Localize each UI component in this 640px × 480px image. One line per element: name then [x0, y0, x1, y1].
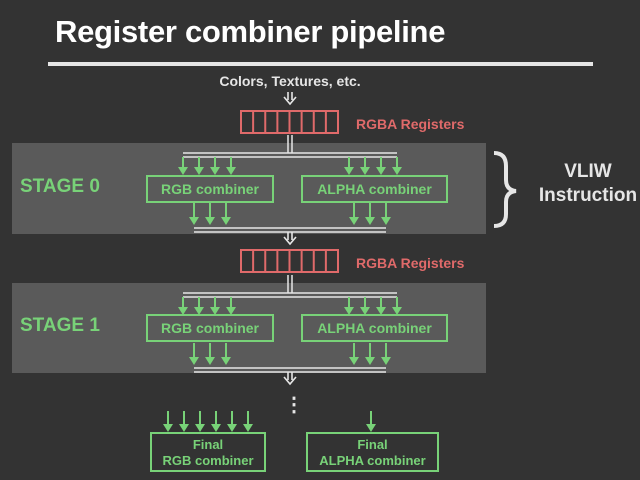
stage-0-rgb-input-arrow-0-head	[178, 167, 188, 175]
input-label: Colors, Textures, etc.	[219, 73, 361, 89]
stage-1-label: STAGE 1	[20, 315, 100, 336]
final-rgb-combiner: Final RGB combiner	[150, 432, 266, 472]
stage-0-alpha-input-arrow-2-head	[376, 167, 386, 175]
stage-0-rgb-combiner: RGB combiner	[146, 175, 274, 203]
vliw-line-2: Instruction	[538, 185, 638, 206]
stage-0-alpha-combiner: ALPHA combiner	[301, 175, 448, 203]
stage-0-alpha-input-arrow-3-head	[392, 167, 402, 175]
final-alpha-line-1: Final	[357, 437, 388, 452]
rgba-registers-label-0: RGBA Registers	[356, 116, 465, 132]
final-rgb-line-1: Final	[192, 437, 224, 452]
stage-1-alpha-output-arrow-1-head	[365, 357, 375, 365]
stage-0-alpha-input-arrow-0-head	[344, 167, 354, 175]
title-divider	[48, 62, 593, 66]
stage-1-rgb-output-arrow-2-head	[221, 357, 231, 365]
final-alpha-input-arrow-0-head	[366, 424, 376, 432]
stage-0-alpha-output-arrow-2-head	[381, 217, 391, 225]
stage-0-panel	[12, 143, 486, 234]
stage-0-rgb-input-arrow-1-head	[194, 167, 204, 175]
final-rgb-input-arrow-2-head	[195, 424, 205, 432]
final-rgb-input-arrow-1-head	[179, 424, 189, 432]
stage-0-rgb-output-arrow-2-head	[221, 217, 231, 225]
stage-1-rgb-input-arrow-3-head	[226, 307, 236, 315]
rgba-registers-label-1: RGBA Registers	[356, 255, 465, 271]
stage-1-rgb-input-arrow-2-head	[210, 307, 220, 315]
stage-1-alpha-output-arrow-0-head	[349, 357, 359, 365]
final-rgb-line-2: RGB combiner	[162, 453, 254, 468]
stage-1-rgb-input-arrow-0-head	[178, 307, 188, 315]
stage-0-label: STAGE 0	[20, 176, 100, 197]
final-rgb-input-arrow-3-head	[211, 424, 221, 432]
final-rgb-input-arrow-5-head	[243, 424, 253, 432]
stage-0-rgb-input-arrow-2-head	[210, 167, 220, 175]
final-rgb-input-arrow-0-head	[163, 424, 173, 432]
stage-1-alpha-input-arrow-1-head	[360, 307, 370, 315]
input-arrow-icon	[283, 92, 297, 106]
stage-1-panel	[12, 283, 486, 373]
stage-1-alpha-combiner: ALPHA combiner	[301, 314, 448, 342]
final-rgb-input-arrow-4-head	[227, 424, 237, 432]
stage-0-rgb-output-arrow-1-head	[205, 217, 215, 225]
stage-1-output-arrow-icon	[283, 372, 297, 386]
stage-1-rgb-input-arrow-1-head	[194, 307, 204, 315]
stage-1-rgb-output-arrow-1-head	[205, 357, 215, 365]
stage-1-rgb-combiner: RGB combiner	[146, 314, 274, 342]
vliw-line-1: VLIW	[564, 161, 612, 182]
stage-1-alpha-input-arrow-2-head	[376, 307, 386, 315]
vliw-brace-icon	[493, 151, 517, 228]
stage-0-alpha-output-arrow-1-head	[365, 217, 375, 225]
stage-1-rgb-output-arrow-0-head	[189, 357, 199, 365]
stage-0-output-arrow-icon	[283, 232, 297, 246]
final-alpha-combiner: Final ALPHA combiner	[306, 432, 439, 472]
stage-0-alpha-output-arrow-0-head	[349, 217, 359, 225]
page-title: Register combiner pipeline	[55, 14, 446, 49]
stage-0-rgb-input-arrow-3-head	[226, 167, 236, 175]
final-alpha-line-2: ALPHA combiner	[319, 453, 426, 468]
stage-1-alpha-input-arrow-0-head	[344, 307, 354, 315]
stage-0-rgb-output-arrow-0-head	[189, 217, 199, 225]
stage-1-alpha-output-arrow-2-head	[381, 357, 391, 365]
stage-0-alpha-input-arrow-1-head	[360, 167, 370, 175]
vliw-label: VLIW Instruction	[538, 160, 638, 208]
stage-1-alpha-input-arrow-3-head	[392, 307, 402, 315]
